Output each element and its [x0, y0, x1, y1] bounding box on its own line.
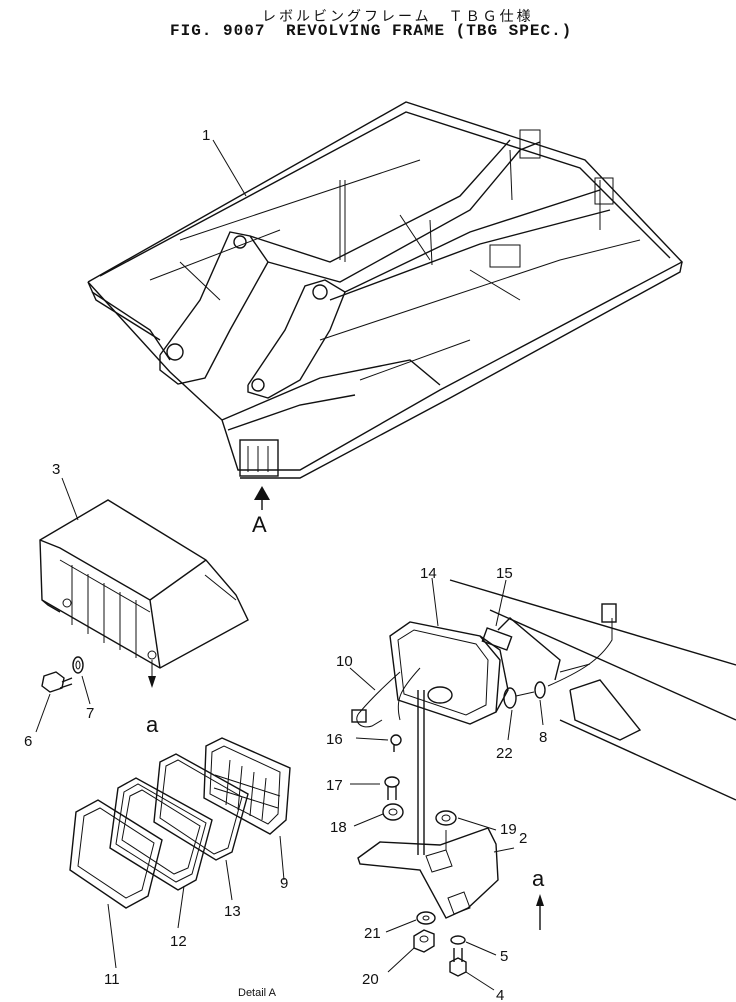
- callout-8: 8: [539, 729, 547, 746]
- figure-number: FIG. 9007: [170, 22, 266, 40]
- callout-3: 3: [52, 461, 60, 478]
- callout-2: 2: [519, 830, 527, 847]
- callout-12: 12: [170, 933, 187, 950]
- figure-title: REVOLVING FRAME (TBG SPEC.): [286, 22, 573, 40]
- callout-20: 20: [362, 971, 379, 988]
- callout-14: 14: [420, 565, 437, 582]
- japanese-title: レボルビングフレーム ＴＢＧ仕様: [262, 9, 534, 25]
- callout-11: 11: [104, 971, 120, 988]
- callout-1: 1: [202, 127, 210, 144]
- figure-title-line: FIG. 9007 REVOLVING FRAME (TBG SPEC.): [170, 22, 736, 40]
- callout-16: 16: [326, 731, 343, 748]
- callout-17: 17: [326, 777, 343, 794]
- callout-13: 13: [224, 903, 241, 920]
- callout-19: 19: [500, 821, 517, 838]
- view-arrow-A: [254, 486, 270, 510]
- light-cover: [39, 499, 249, 688]
- lamp-housing: [351, 621, 546, 855]
- view-label-a-left: a: [146, 712, 159, 737]
- callout-numbers: 1 2 3 4 5 6 7 8 9 10 11 12 13 14 15 16 1…: [24, 127, 547, 1002]
- callout-18: 18: [330, 819, 347, 836]
- callout-15: 15: [496, 565, 513, 582]
- callout-22: 22: [496, 745, 513, 762]
- leader-lines: [35, 139, 544, 991]
- bolt-and-washer: [41, 656, 84, 693]
- view-label-A: A: [252, 512, 267, 537]
- callout-9: 9: [280, 875, 288, 892]
- detail-a-background: [449, 579, 736, 801]
- callout-21: 21: [364, 925, 381, 942]
- callout-10: 10: [336, 653, 353, 670]
- revolving-frame: [87, 101, 684, 479]
- view-label-a-right: a: [532, 866, 545, 891]
- lamp-exploded-parts: [69, 737, 291, 909]
- callout-5: 5: [500, 948, 508, 965]
- callout-6: 6: [24, 733, 32, 750]
- detail-caption: Detail A: [238, 987, 277, 999]
- callout-4: 4: [496, 987, 504, 1002]
- callout-7: 7: [86, 705, 94, 722]
- view-arrows-a: [536, 894, 544, 930]
